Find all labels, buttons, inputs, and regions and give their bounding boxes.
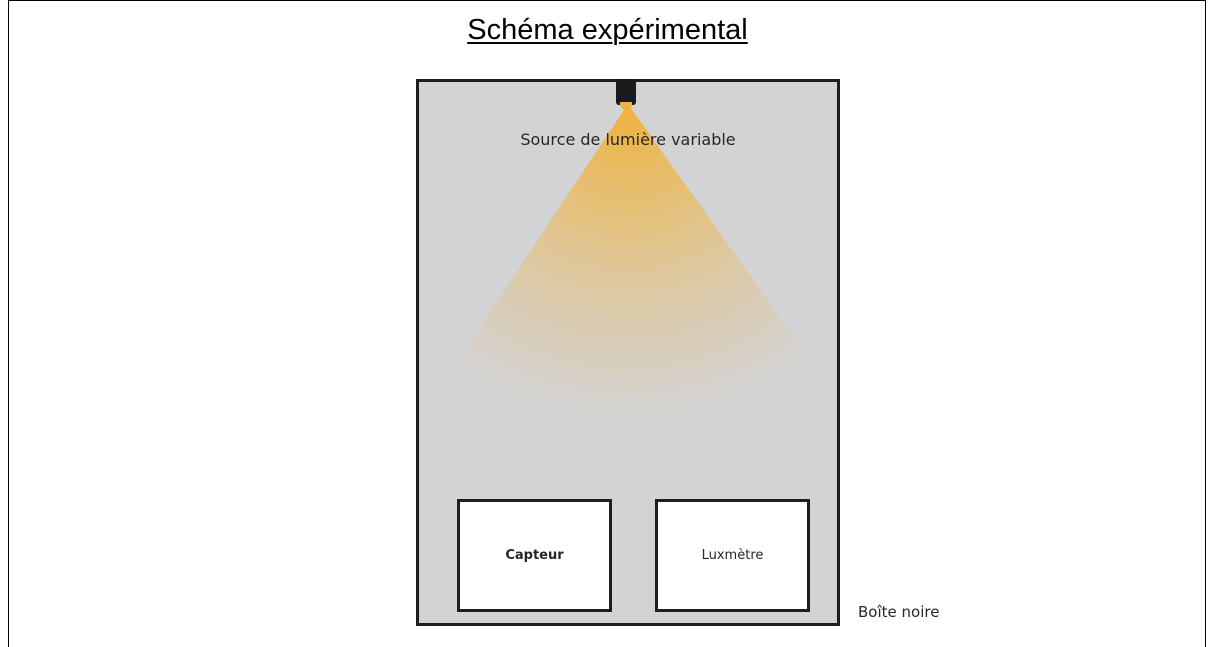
page-title: Schéma expérimental bbox=[467, 14, 748, 46]
lamp-glow bbox=[620, 102, 632, 110]
sensor-box: Capteur bbox=[457, 499, 612, 612]
black-box: Source de lumière variable Capteur Luxmè… bbox=[416, 79, 840, 626]
lamp-icon bbox=[616, 79, 636, 105]
sensor-label: Capteur bbox=[505, 548, 564, 563]
page-frame bbox=[8, 0, 1206, 647]
luxmeter-label: Luxmètre bbox=[701, 548, 764, 563]
container-label: Boîte noire bbox=[858, 603, 940, 621]
light-source-label: Source de lumière variable bbox=[520, 130, 736, 149]
luxmeter-box: Luxmètre bbox=[655, 499, 810, 612]
light-cone bbox=[437, 104, 819, 432]
